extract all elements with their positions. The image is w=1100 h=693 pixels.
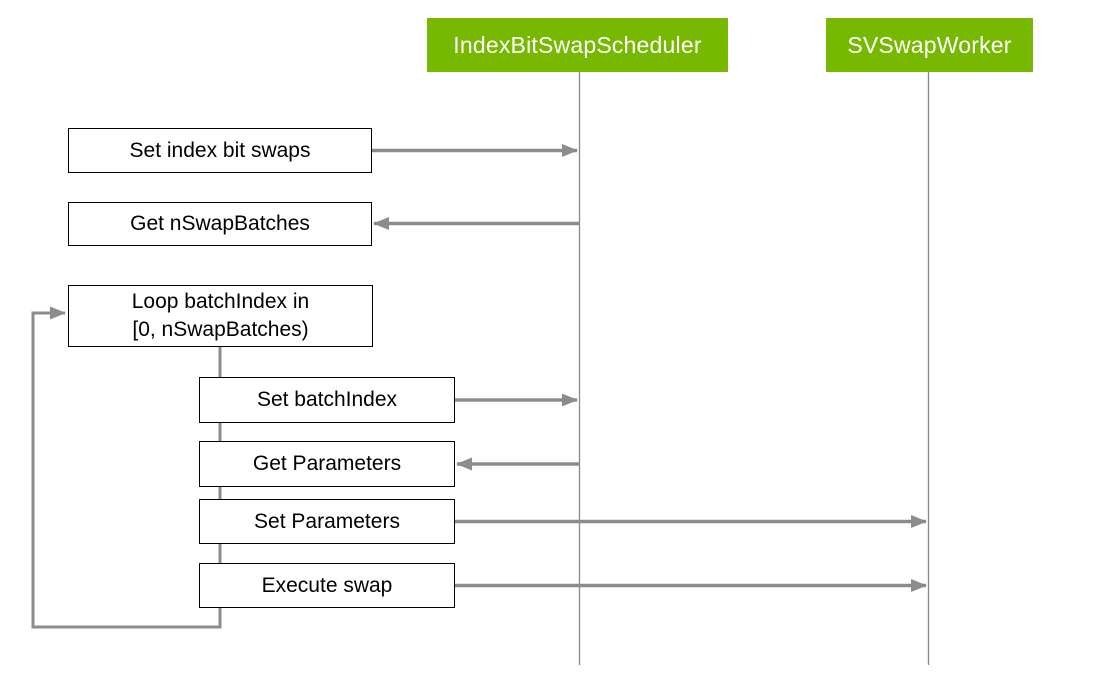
message-box-execute-swap: Execute swap <box>199 563 455 608</box>
message-box-set-parameters: Set Parameters <box>199 499 455 544</box>
loop-box: Loop batchIndex in [0, nSwapBatches) <box>68 285 373 347</box>
message-box-get-parameters: Get Parameters <box>199 441 455 487</box>
message-box-set-batchindex: Set batchIndex <box>199 377 455 423</box>
message-box-get-nswapbatches: Get nSwapBatches <box>68 202 372 246</box>
actor-header-svswapworker: SVSwapWorker <box>826 18 1033 72</box>
message-box-set-index-bit-swaps: Set index bit swaps <box>68 128 372 173</box>
loop-back-arrow <box>31 306 222 629</box>
loop-label-line2: [0, nSwapBatches) <box>132 318 309 341</box>
loop-label-line1: Loop batchIndex in <box>131 290 310 313</box>
actor-header-indexbitswapscheduler: IndexBitSwapScheduler <box>427 18 728 72</box>
